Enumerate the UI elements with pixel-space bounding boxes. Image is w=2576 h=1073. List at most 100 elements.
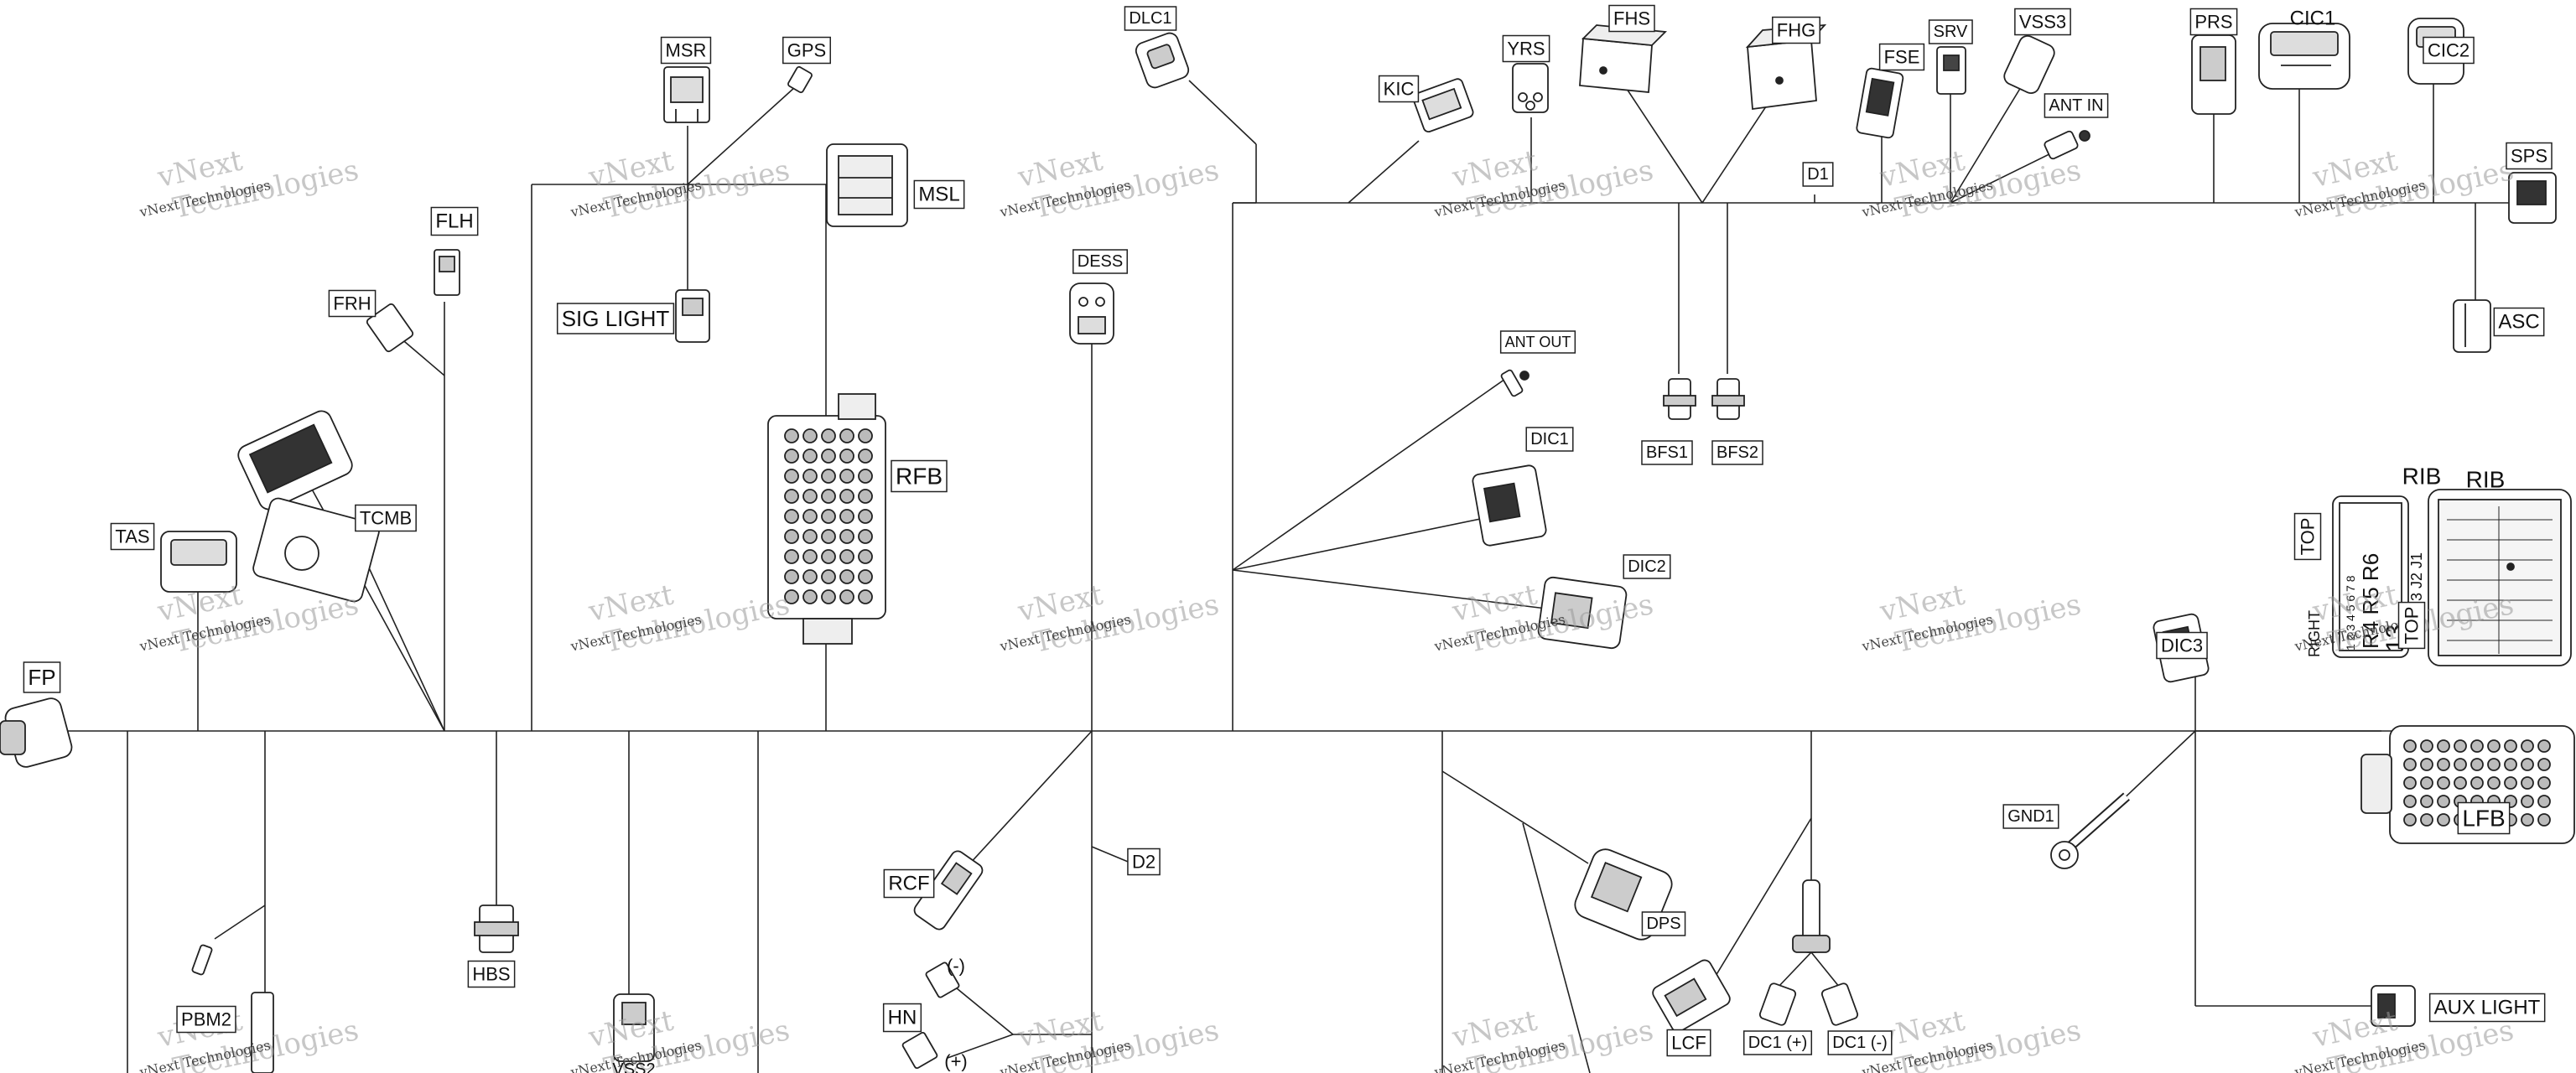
label-text-d2: D2: [1132, 852, 1156, 873]
dess-connector-icon: [1069, 283, 1114, 345]
label-text-fhg: FHG: [1777, 20, 1815, 41]
label-box-d2: [1127, 848, 1161, 876]
label-sig-light: SIG LIGHT: [556, 303, 675, 334]
label-text-flh: FLH: [435, 210, 473, 233]
label-box-bfs1: [1641, 440, 1693, 465]
label-fp: FP: [23, 661, 61, 693]
sig-light-connector-icon: [675, 289, 710, 343]
label-box-dc1-minus: [1827, 1030, 1893, 1055]
label-fhg: FHG: [1772, 16, 1820, 44]
label-box-top-2: [2397, 601, 2426, 650]
label-box-gps: [782, 36, 831, 65]
label-box-tcmb: [355, 504, 417, 532]
label-text-rib-2: RIB: [2466, 467, 2506, 493]
label-box-msr: [660, 36, 712, 65]
label-text-lfb: LFB: [2462, 806, 2505, 832]
label-box-srv: [1928, 19, 1973, 44]
label-d1: D1: [1802, 162, 1834, 187]
label-rib-2: RIB: [2466, 467, 2506, 493]
label-text-aux-light: AUX LIGHT: [2434, 997, 2541, 1019]
label-rcf: RCF: [883, 868, 935, 899]
label-hn-plus: (+): [944, 1051, 968, 1072]
fse-connector-icon: [1856, 67, 1904, 139]
label-text-kic: KIC: [1384, 79, 1415, 100]
flh-connector-icon: [434, 249, 460, 296]
label-box-dess: [1072, 249, 1128, 274]
label-box-dc1-plus: [1742, 1030, 1813, 1055]
label-text-vss2: VSS2: [612, 1060, 655, 1073]
pbm2-sensor-icon: [191, 944, 274, 1073]
label-text-dc1-plus: DC1 (+): [1748, 1034, 1808, 1052]
hn-minus-terminal-icon: [925, 962, 960, 998]
rib-relay-labels: R4 R5 R6: [2358, 553, 2383, 649]
gps-connector-icon: [787, 65, 813, 94]
label-srv: SRV: [1928, 19, 1973, 44]
label-cic2: CIC2: [2423, 36, 2475, 65]
bfs1-connector-icon: [1663, 378, 1696, 420]
label-box-aux-light: [2428, 993, 2546, 1023]
label-ant-out: ANT OUT: [1499, 330, 1576, 354]
label-text-lcf: LCF: [1671, 1033, 1706, 1054]
label-box-dps: [1641, 911, 1686, 936]
label-box-tas: [110, 522, 155, 551]
prs-connector-icon: [2191, 34, 2236, 115]
label-box-asc: [2493, 307, 2545, 337]
label-text-tas: TAS: [115, 526, 149, 547]
gnd1-ring-terminal-icon: [2050, 792, 2130, 869]
label-dess: DESS: [1072, 249, 1128, 274]
label-hn-minus: (-): [947, 956, 965, 977]
label-text-gps: GPS: [787, 40, 826, 61]
msr-connector-icon: [663, 66, 710, 123]
label-flh: FLH: [430, 206, 479, 236]
lcf-connector-icon: [1652, 959, 1731, 1033]
label-text-msr: MSR: [666, 40, 707, 61]
msl-connector-icon: [826, 143, 908, 227]
label-text-top-2: TOP: [2402, 607, 2423, 645]
label-frh: FRH: [328, 289, 377, 318]
label-box-dlc1: [1124, 6, 1177, 31]
hn-plus-terminal-icon: [901, 1031, 938, 1070]
label-box-lcf: [1666, 1029, 1711, 1057]
label-ant-in: ANT IN: [2044, 93, 2109, 118]
label-text-dic3: DIC3: [2161, 635, 2203, 656]
label-text-bfs2: BFS2: [1716, 443, 1758, 462]
kic-connector-icon: [1412, 78, 1474, 133]
asc-connector-icon: [2453, 299, 2491, 353]
label-text-frh: FRH: [333, 293, 371, 314]
label-box-dic3: [2156, 631, 2208, 660]
label-text-sps: SPS: [2511, 146, 2547, 167]
label-gnd1: GND1: [2002, 804, 2059, 829]
label-box-frh: [328, 289, 377, 318]
label-aux-light: AUX LIGHT: [2428, 993, 2546, 1023]
label-cic1: CIC1: [2290, 8, 2336, 30]
label-text-bfs1: BFS1: [1646, 443, 1688, 462]
label-top-2: TOP: [2397, 601, 2426, 650]
label-box-kic: [1378, 75, 1420, 103]
label-text-srv: SRV: [1934, 23, 1968, 41]
label-box-bfs2: [1711, 440, 1763, 465]
label-bfs2: BFS2: [1711, 440, 1763, 465]
label-box-dic1: [1525, 427, 1574, 452]
label-box-lfb: [2457, 801, 2511, 835]
label-text-tcmb: TCMB: [360, 508, 412, 529]
vss3-connector-icon: [2003, 34, 2055, 95]
label-text-hbs: HBS: [472, 964, 510, 985]
label-dic2: DIC2: [1623, 554, 1671, 579]
vss2-connector-icon: [613, 993, 655, 1062]
label-dic3: DIC3: [2156, 631, 2208, 660]
label-text-prs: PRS: [2194, 12, 2232, 33]
label-text-gnd1: GND1: [2007, 807, 2054, 826]
label-box-ant-out: [1499, 330, 1576, 354]
label-box-sps: [2506, 142, 2553, 170]
label-text-dps: DPS: [1646, 915, 1680, 933]
sps-connector-icon: [2508, 172, 2557, 224]
